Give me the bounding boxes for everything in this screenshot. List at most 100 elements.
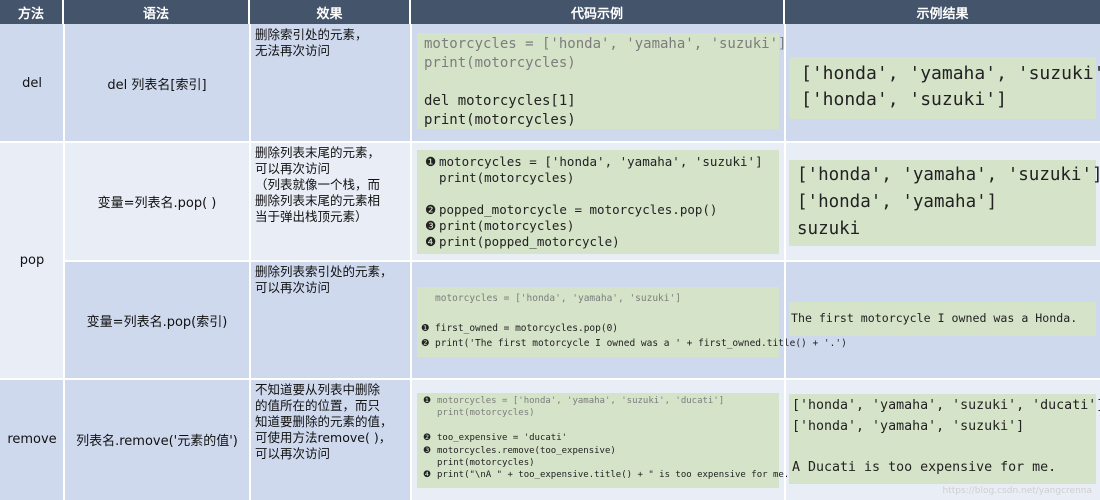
syntax-del: del 列表名[索引] xyxy=(64,24,250,142)
code-block-del: motorcycles = ['honda', 'yamaha', 'suzuk… xyxy=(417,33,786,130)
code-line xyxy=(421,306,779,321)
grid-line xyxy=(249,24,251,500)
step-marker xyxy=(423,457,437,469)
result-line: ['honda', 'yamaha', 'suzuki'] xyxy=(792,418,1025,434)
step-marker xyxy=(423,420,437,432)
effect-del: 删除索引处的元素， 无法再次访问 xyxy=(250,24,411,142)
code-text: popped_motorcycle = motorcycles.pop() xyxy=(439,202,718,217)
step-marker: ❶ xyxy=(421,323,430,334)
code-line xyxy=(424,73,779,92)
code-line: ❸ motorcycles.remove(too_expensive) xyxy=(423,445,779,457)
result-line: ['honda', 'yamaha'] xyxy=(797,192,998,212)
code-text: print(motorcycles) xyxy=(424,112,576,128)
code-line: print(motorcycles) xyxy=(424,54,779,73)
code-text: print(motorcycles) xyxy=(439,170,575,185)
code-line: ❷ print('The first motorcycle I owned was… xyxy=(421,336,847,351)
code-line: motorcycles = ['honda', 'yamaha', 'suzuk… xyxy=(424,35,786,54)
effect-remove: 不知道要从列表中删除 的值所在的位置，而只 知道要删除的元素的值， 可使用方法r… xyxy=(250,379,411,500)
step-marker: ❷ xyxy=(421,338,430,349)
header-method: 方法 xyxy=(0,0,64,24)
code-text: print('The first motorcycle I owned was … xyxy=(435,338,847,349)
step-marker: ❷ xyxy=(425,202,437,217)
code-line: print(motorcycles) xyxy=(424,111,779,130)
effect-pop: 删除列表末尾的元素， 可以再次访问 （列表就像一个栈，而 删除列表末尾的元素相 … xyxy=(250,142,411,261)
grid-line xyxy=(0,141,1100,143)
code-line: print(motorcycles) xyxy=(423,407,779,419)
step-marker: ❸ xyxy=(425,218,437,233)
syntax-remove: 列表名.remove('元素的值') xyxy=(64,379,250,500)
method-remove: remove xyxy=(0,379,64,500)
code-text: print(motorcycles) xyxy=(437,457,535,468)
syntax-pop-index: 变量=列表名.pop(索引) xyxy=(64,261,250,379)
result-line: The first motorcycle I owned was a Honda… xyxy=(791,311,1078,325)
code-text: first_owned = motorcycles.pop(0) xyxy=(435,323,619,334)
step-marker xyxy=(425,170,439,186)
watermark: https://blog.csdn.net/yangcrenna xyxy=(942,486,1092,496)
code-text: del motorcycles[1] xyxy=(424,93,576,109)
code-text: motorcycles = ['honda', 'yamaha', 'suzuk… xyxy=(439,154,763,169)
result-line: ['honda', 'yamaha', 'suzuki'] xyxy=(801,63,1100,84)
result-block-pop: ['honda', 'yamaha', 'suzuki'] ['honda', '… xyxy=(789,160,1100,246)
code-block-pop-index: motorcycles = ['honda', 'yamaha', 'suzuk… xyxy=(417,287,847,357)
code-text: motorcycles = ['honda', 'yamaha', 'suzuk… xyxy=(437,396,725,406)
code-line: print(motorcycles) xyxy=(423,457,779,469)
step-marker: ❷ xyxy=(423,433,432,444)
grid-line xyxy=(410,24,412,500)
code-text: motorcycles = ['honda', 'yamaha', 'suzuk… xyxy=(435,293,681,304)
code-line: ❹ print("\nA " + too_expensive.title() + … xyxy=(423,469,800,481)
step-marker xyxy=(421,291,435,306)
code-line: ❶ first_owned = motorcycles.pop(0) xyxy=(421,321,779,336)
grid-line xyxy=(0,378,1100,380)
grid-line xyxy=(784,24,786,500)
code-text: print(popped_motorcycle) xyxy=(439,234,620,249)
step-marker: ❸ xyxy=(423,445,432,456)
syntax-pop: 变量=列表名.pop( ) xyxy=(64,142,250,261)
step-marker xyxy=(425,186,439,202)
result-block-pop-index: The first motorcycle I owned was a Honda… xyxy=(789,302,1096,336)
result-line: ['honda', 'suzuki'] xyxy=(801,89,1007,110)
code-line xyxy=(423,420,779,432)
code-text: motorcycles.remove(too_expensive) xyxy=(437,445,616,456)
code-text: motorcycles = ['honda', 'yamaha', 'suzuk… xyxy=(424,36,787,52)
step-marker xyxy=(423,407,437,419)
result-block-remove: ['honda', 'yamaha', 'suzuki', 'ducati'] [… xyxy=(789,394,1100,484)
grid-line xyxy=(63,24,65,500)
code-line: ❷ too_expensive = 'ducati' xyxy=(423,432,779,444)
code-text: print(motorcycles) xyxy=(439,218,575,233)
code-text: too_expensive = 'ducati' xyxy=(437,433,568,444)
code-text: print(motorcycles) xyxy=(424,55,576,71)
method-pop: pop xyxy=(0,142,64,379)
step-marker: ❶ xyxy=(423,396,432,406)
code-line: ❶ motorcycles = ['honda', 'yamaha', 'suzu… xyxy=(423,395,779,407)
result-line: suzuki xyxy=(797,219,861,239)
header-syntax: 语法 xyxy=(64,0,250,24)
code-line xyxy=(425,186,779,202)
result-line: ['honda', 'yamaha', 'suzuki', 'ducati'] xyxy=(792,398,1100,413)
grid-line xyxy=(64,260,1100,262)
effect-pop-index: 删除列表索引处的元素， 可以再次访问 xyxy=(250,261,411,379)
header-effect: 效果 xyxy=(250,0,411,24)
step-marker: ❹ xyxy=(425,234,437,249)
step-marker: ❶ xyxy=(425,154,437,169)
header-example-result: 示例结果 xyxy=(785,0,1100,24)
step-marker xyxy=(421,306,435,321)
header-code-example: 代码示例 xyxy=(411,0,785,24)
result-line: ['honda', 'yamaha', 'suzuki'] xyxy=(797,165,1100,185)
result-line xyxy=(792,437,1096,458)
result-line: A Ducati is too expensive for me. xyxy=(792,459,1057,475)
code-line: del motorcycles[1] xyxy=(424,92,779,111)
step-marker: ❹ xyxy=(423,470,432,481)
result-block-del: ['honda', 'yamaha', 'suzuki'] ['honda', '… xyxy=(789,57,1100,119)
method-del: del xyxy=(0,24,64,142)
code-line: print(motorcycles) xyxy=(425,170,779,186)
code-line: motorcycles = ['honda', 'yamaha', 'suzuk… xyxy=(421,291,779,306)
code-text: print(motorcycles) xyxy=(437,408,535,419)
code-block-remove: ❶ motorcycles = ['honda', 'yamaha', 'suzu… xyxy=(417,393,800,488)
code-text: print("\nA " + too_expensive.title() + "… xyxy=(437,470,801,481)
